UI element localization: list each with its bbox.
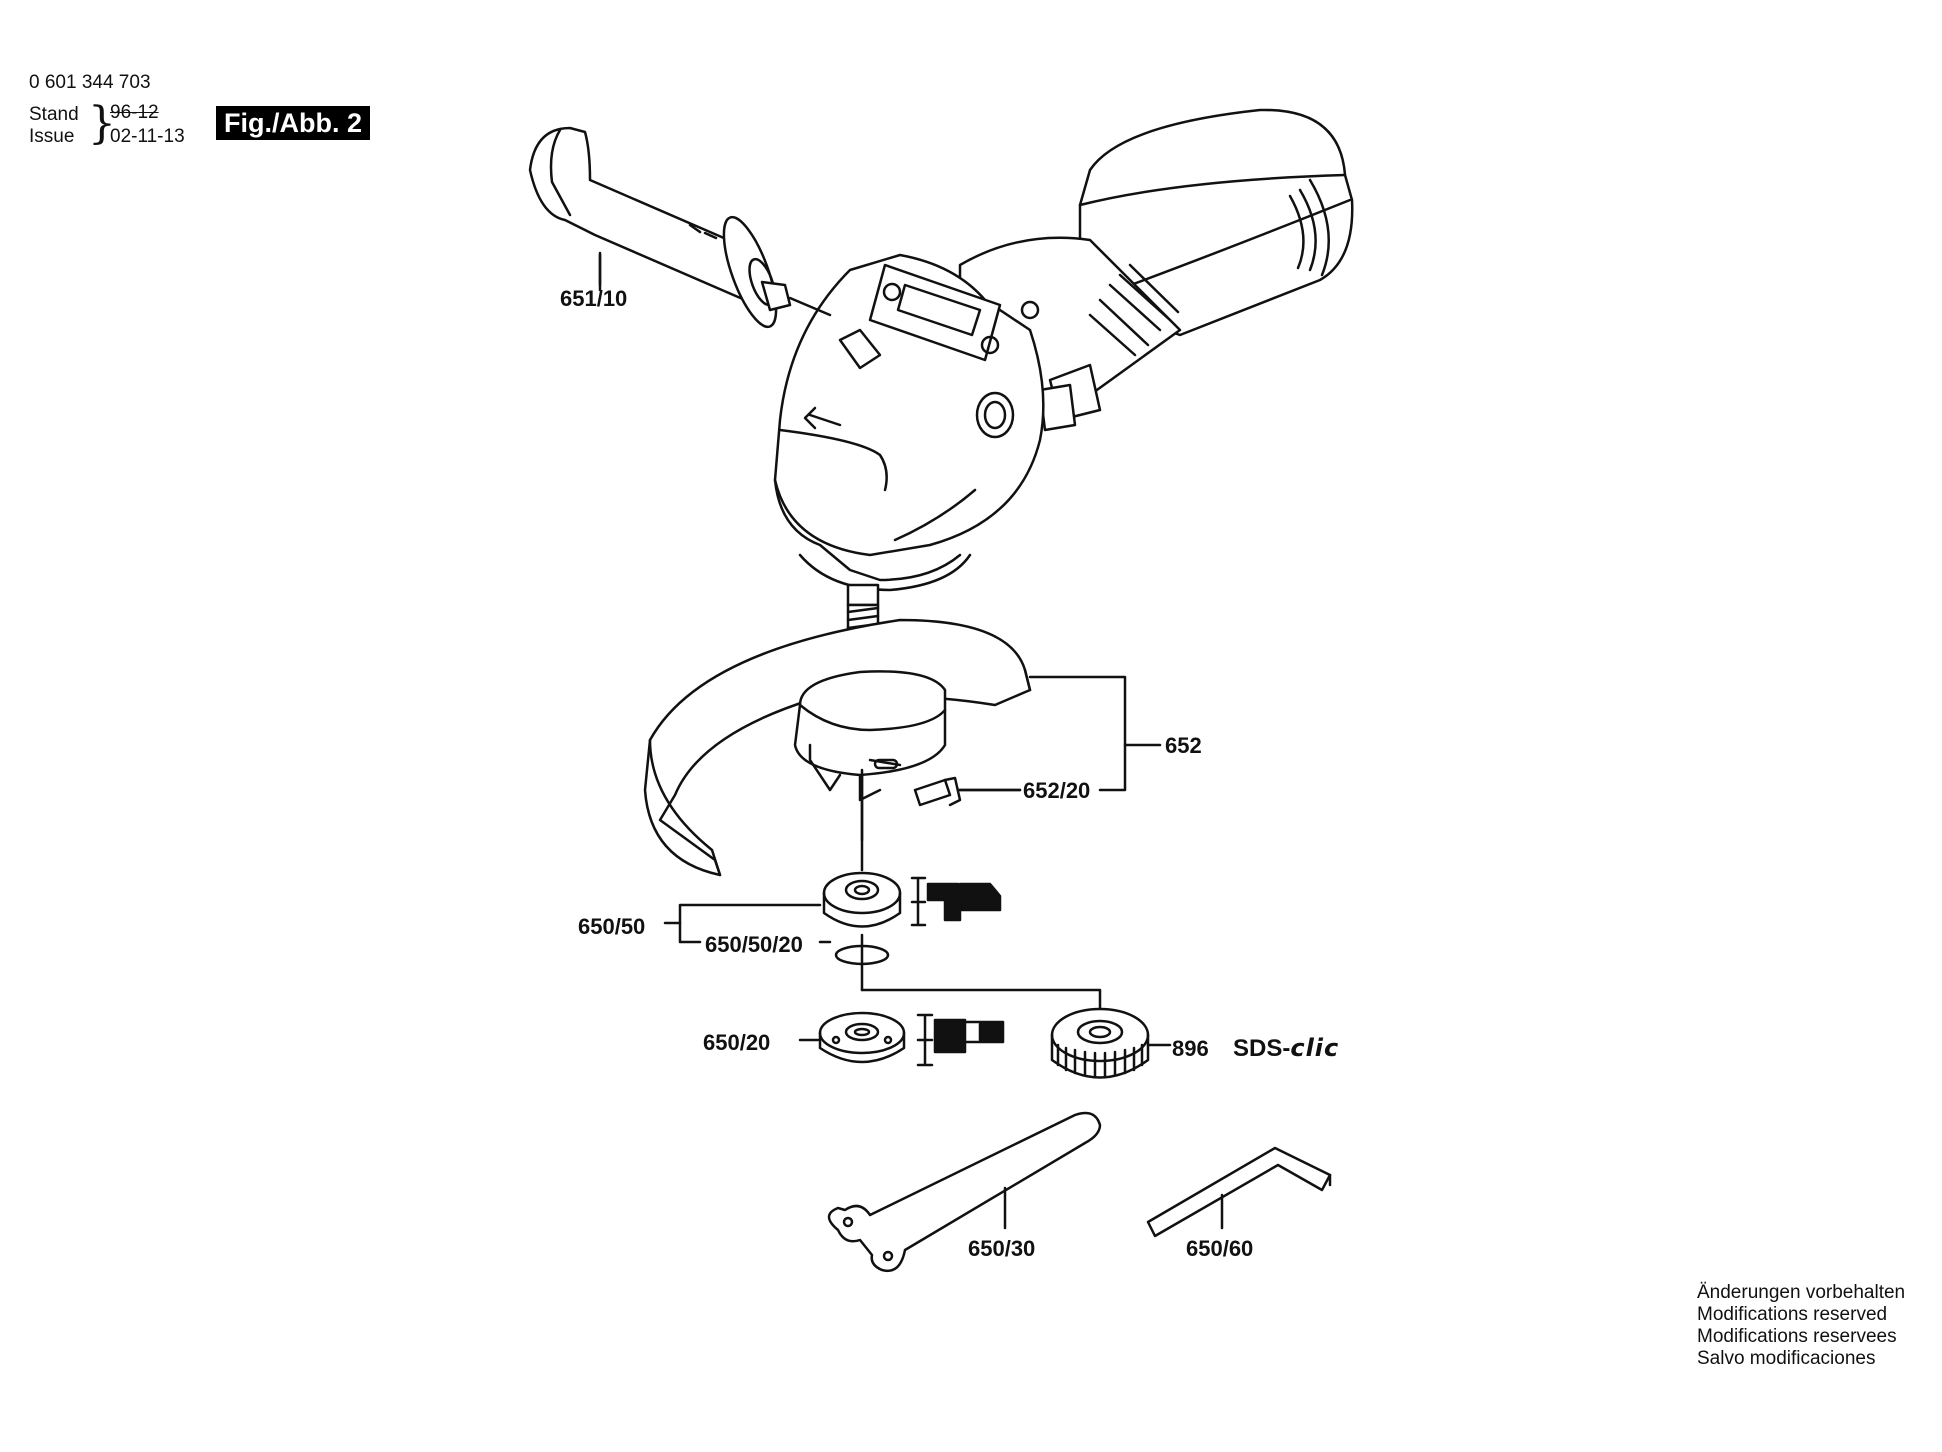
auxiliary-handle	[528, 126, 832, 329]
callout-896: 896	[1172, 1036, 1209, 1061]
sds-clic-nut	[1050, 1007, 1172, 1079]
issue-label: Issue	[29, 126, 75, 147]
figure-badge: Fig./Abb. 2	[216, 106, 370, 140]
notice-en: Modifications reserved	[1697, 1304, 1888, 1325]
callout-652: 652	[1165, 733, 1202, 758]
hex-key	[1146, 1146, 1332, 1238]
callout-652-20: 652/20	[1023, 778, 1091, 803]
flange-650-50	[822, 871, 902, 992]
sds-suffix: clic	[1290, 1034, 1340, 1062]
new-date: 02-11-13	[110, 126, 185, 147]
brace-glyph: }	[88, 98, 116, 149]
old-date: 96-12	[110, 102, 159, 123]
notice-es: Salvo modificaciones	[1697, 1348, 1876, 1369]
callout-650-60: 650/60	[1186, 1236, 1254, 1261]
wheel-guard	[643, 618, 1032, 877]
callout-650-50-20: 650/50/20	[705, 932, 803, 957]
callout-650-20: 650/20	[703, 1030, 771, 1055]
flange-icon-1	[910, 876, 1002, 927]
sds-prefix: SDS-	[1233, 1035, 1291, 1062]
notice-de: Änderungen vorbehalten	[1697, 1282, 1906, 1303]
gear-head	[773, 253, 1045, 592]
callout-650-30: 650/30	[968, 1236, 1036, 1261]
stand-label: Stand	[29, 104, 79, 125]
bracket-650-50	[663, 903, 832, 944]
spanner-wrench	[827, 1111, 1102, 1273]
callout-650-50: 650/50	[578, 914, 646, 939]
flange-icon-2	[916, 1013, 1005, 1067]
notice-fr: Modifications reservees	[1697, 1326, 1897, 1347]
callout-651-10: 651/10	[560, 286, 628, 311]
part-number: 0 601 344 703	[29, 72, 151, 93]
sds-clic-logo: SDS-clic	[1233, 1034, 1339, 1063]
flange-650-20	[818, 1011, 906, 1064]
